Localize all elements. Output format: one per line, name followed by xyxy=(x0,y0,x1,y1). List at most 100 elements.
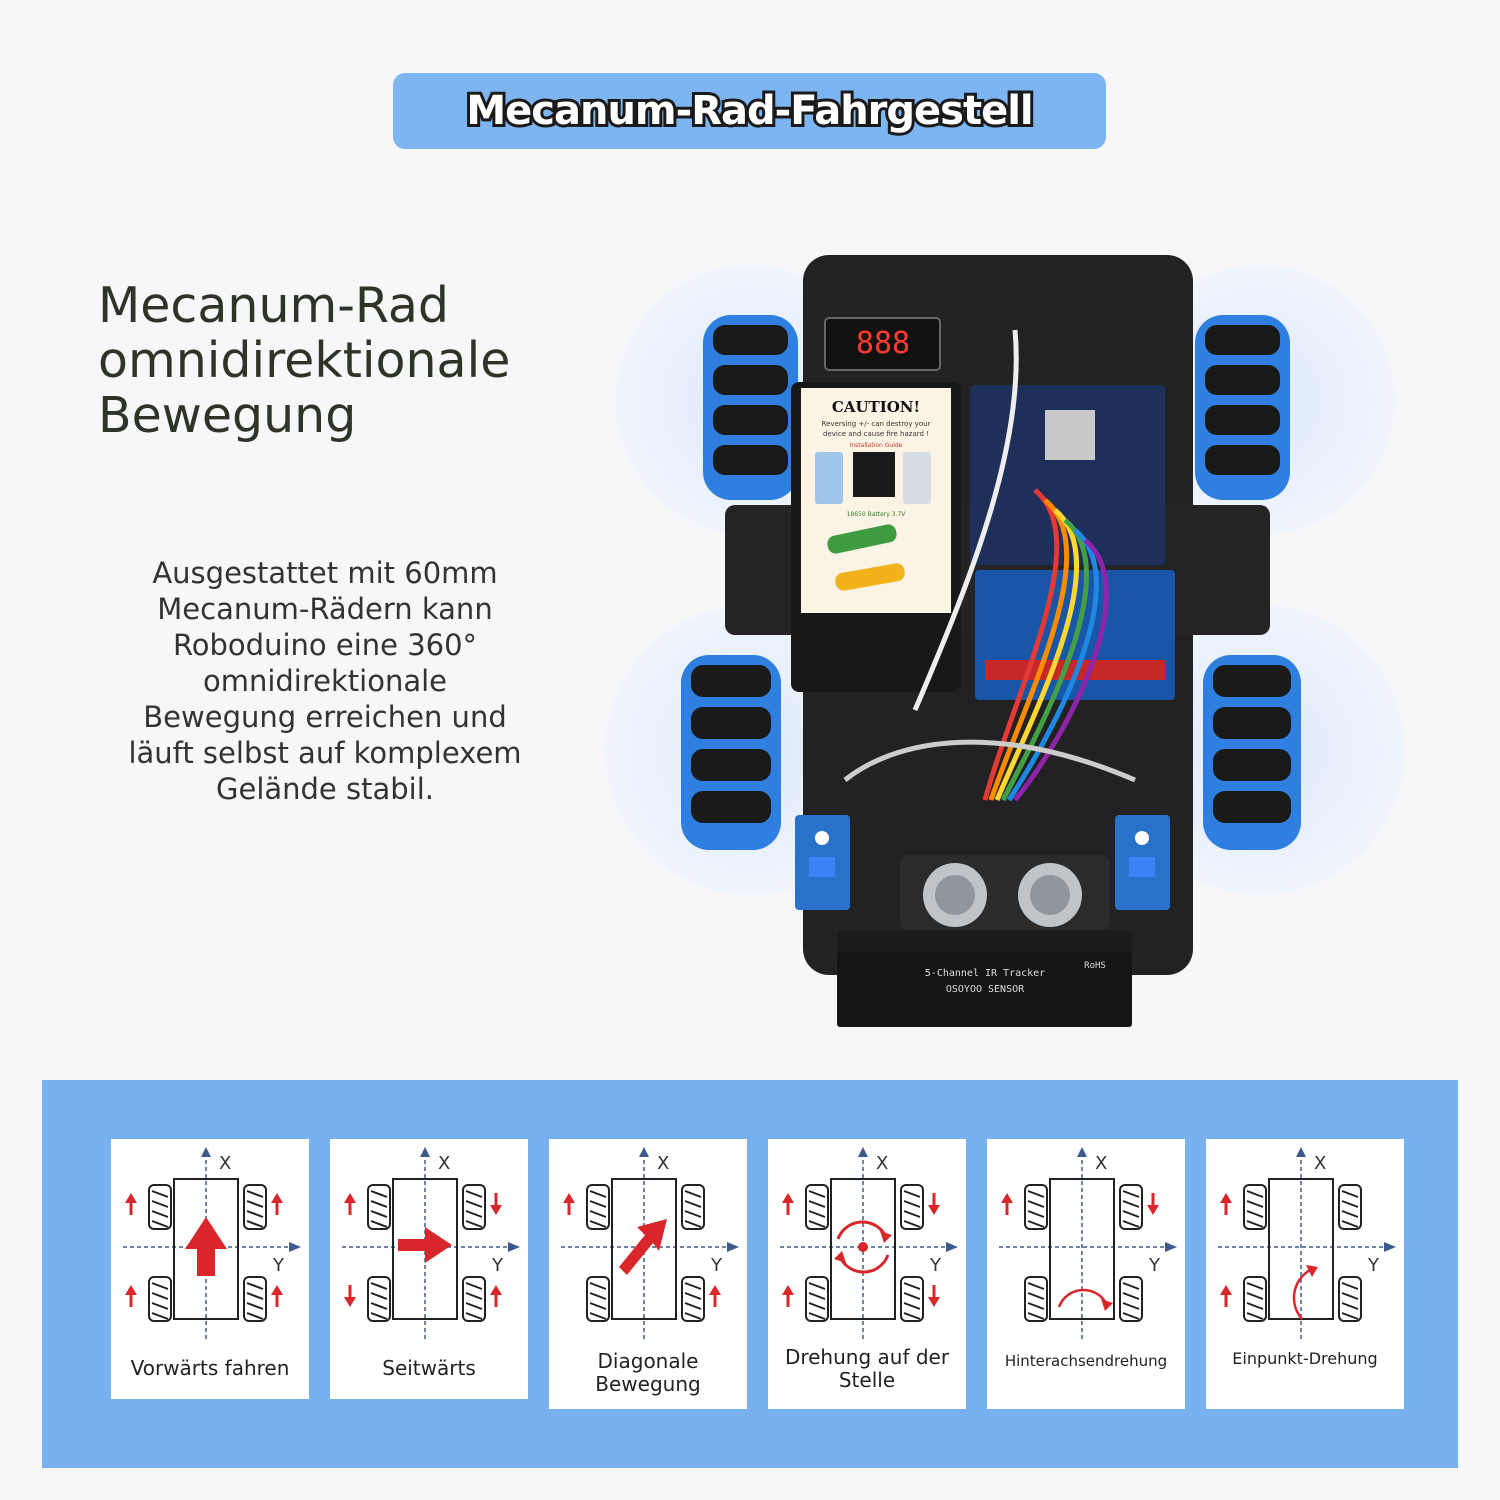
arrow-front-right xyxy=(1147,1193,1159,1215)
headline: Mecanum-Rad omnidirektionale Bewegung xyxy=(98,278,618,443)
svg-text:Installation Guide: Installation Guide xyxy=(850,442,903,449)
x-axis-arrowhead xyxy=(1296,1147,1306,1157)
arrow-front-left xyxy=(1220,1193,1232,1215)
pivot-rotation-arrowhead xyxy=(1306,1265,1318,1277)
wheel-front-right xyxy=(1338,1184,1362,1230)
svg-text:device and cause fire hazard !: device and cause fire hazard ! xyxy=(823,430,929,438)
arrow-rear-right xyxy=(709,1285,721,1307)
mecanum-wheel-rear-left xyxy=(681,655,781,850)
y-axis-arrowhead xyxy=(946,1242,958,1252)
robot-car-illustration: 888 CAUTION! Reversing +/- can destroy y… xyxy=(605,255,1405,1027)
mecanum-wheel-front-right xyxy=(1195,315,1290,500)
wheel-front-left xyxy=(148,1184,172,1230)
mode-diagram: XY xyxy=(123,1147,301,1339)
description-line-1: Ausgestattet mit 60mm xyxy=(152,556,498,590)
arrow-rear-right xyxy=(490,1285,502,1307)
wheel-rear-right xyxy=(1338,1276,1362,1322)
description-line-2: Mecanum-Rädern kann xyxy=(157,592,493,626)
rotation-arrowhead-bottom xyxy=(834,1251,846,1263)
chassis-outline xyxy=(392,1178,458,1320)
description-line-4: omnidirektionale xyxy=(202,664,448,698)
x-axis-label: X xyxy=(876,1153,888,1174)
wheel-front-right xyxy=(900,1184,924,1230)
description-line-6: läuft selbst auf komplexem xyxy=(128,736,522,770)
wheel-front-left xyxy=(1024,1184,1048,1230)
x-axis-arrowhead xyxy=(420,1147,430,1157)
arrow-rear-left xyxy=(782,1285,794,1307)
arrow-rear-right xyxy=(928,1285,940,1307)
description-line-7: Gelände stabil. xyxy=(216,772,434,806)
ir-sensor-left xyxy=(795,815,850,910)
headline-line-3: Bewegung xyxy=(98,387,357,444)
mecanum-wheel-rear-right xyxy=(1203,655,1301,850)
mode-diagram: XY xyxy=(561,1147,739,1339)
arrow-rear-left xyxy=(1220,1285,1232,1307)
arrow-rear-right xyxy=(271,1285,283,1307)
x-axis-arrowhead xyxy=(201,1147,211,1157)
svg-text:18650 Battery 3.7V: 18650 Battery 3.7V xyxy=(847,511,907,518)
y-axis-arrowhead xyxy=(1384,1242,1396,1252)
headline-line-2: omnidirektionale xyxy=(98,332,511,389)
arrow-front-right xyxy=(490,1193,502,1215)
chassis-outline xyxy=(611,1178,677,1320)
wheel-rear-right xyxy=(681,1276,705,1322)
wheel-front-right xyxy=(243,1184,267,1230)
mode-diagram: XY xyxy=(780,1147,958,1339)
wheel-rear-left xyxy=(1243,1276,1267,1322)
voltage-display: 888 xyxy=(824,317,941,371)
mode-diagram: XY xyxy=(342,1147,520,1339)
wheel-front-left xyxy=(1243,1184,1267,1230)
x-axis-label: X xyxy=(657,1153,669,1174)
rotation-arc-bottom xyxy=(838,1254,890,1274)
arrow-front-left xyxy=(125,1193,137,1215)
arrow-rear-left xyxy=(344,1285,356,1307)
mode-caption-line: Hinterachsendrehung xyxy=(1004,1352,1168,1370)
battery-box: CAUTION! Reversing +/- can destroy your … xyxy=(791,382,961,692)
mecanum-wheel-front-left xyxy=(703,315,798,500)
wheel-front-right xyxy=(1119,1184,1143,1230)
ir-sensor-right xyxy=(1115,815,1170,910)
mode-caption-line: Diagonale xyxy=(597,1349,699,1373)
headline-line-1: Mecanum-Rad xyxy=(98,277,450,334)
mode-caption-line: Vorwärts fahren xyxy=(130,1356,290,1380)
mode-caption: Vorwärts fahren xyxy=(111,1357,309,1380)
arrow-front-left xyxy=(782,1193,794,1215)
svg-text:CAUTION!: CAUTION! xyxy=(832,398,920,416)
description-line-3: Roboduino eine 360° xyxy=(172,628,478,662)
wheel-rear-right xyxy=(1119,1276,1143,1322)
svg-text:RoHS: RoHS xyxy=(1084,961,1106,971)
rotation-center xyxy=(858,1242,868,1252)
wheel-rear-left xyxy=(367,1276,391,1322)
wheel-rear-left xyxy=(148,1276,172,1322)
wheel-rear-right xyxy=(462,1276,486,1322)
wiring-harness xyxy=(843,329,1136,802)
arrow-front-left xyxy=(1001,1193,1013,1215)
wheel-front-right xyxy=(681,1184,705,1230)
pivot-rotation-arc xyxy=(1292,1267,1313,1320)
x-axis-arrowhead xyxy=(1077,1147,1087,1157)
svg-text:OSOYOO SENSOR: OSOYOO SENSOR xyxy=(946,984,1025,995)
x-axis-arrowhead xyxy=(639,1147,649,1157)
arrow-rear-left xyxy=(125,1285,137,1307)
description: Ausgestattet mit 60mm Mecanum-Rädern kan… xyxy=(60,555,590,807)
chassis-outline xyxy=(173,1178,239,1320)
description-line-5: Bewegung erreichen und xyxy=(143,700,507,734)
wheel-front-left xyxy=(367,1184,391,1230)
wheel-front-right xyxy=(462,1184,486,1230)
chassis-outline xyxy=(830,1178,896,1320)
mode-caption-line: Drehung auf der xyxy=(784,1345,950,1369)
y-axis-label: Y xyxy=(491,1255,504,1276)
wheel-rear-left xyxy=(586,1276,610,1322)
ultrasonic-sensor xyxy=(900,855,1110,930)
banner-title: Mecanum-Rad-Fahrgestell xyxy=(463,85,1036,137)
wheel-rear-right xyxy=(243,1276,267,1322)
mode-diagram: XY xyxy=(999,1147,1177,1339)
x-axis-label: X xyxy=(438,1153,450,1174)
wheel-front-left xyxy=(586,1184,610,1230)
chassis-outline xyxy=(1049,1178,1115,1320)
ir-tracker-board: 5-Channel IR Tracker OSOYOO SENSOR RoHS xyxy=(837,952,1132,1027)
